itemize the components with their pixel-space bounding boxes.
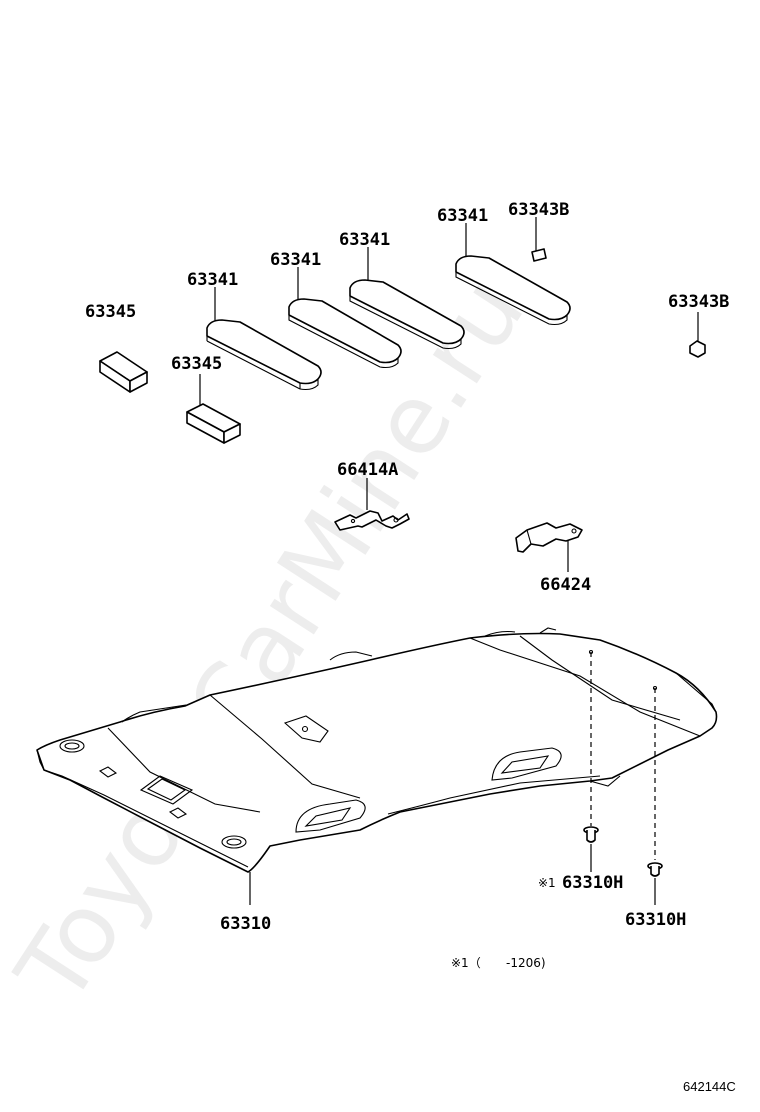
- label-63341-a: 63341: [187, 270, 238, 290]
- label-63343b-right: 63343B: [668, 292, 729, 312]
- pad-63345-lower[interactable]: [186, 403, 241, 444]
- headliner-63310[interactable]: [36, 627, 718, 873]
- label-63341-b: 63341: [270, 250, 321, 270]
- pad-63341-c[interactable]: [349, 279, 465, 350]
- footnote-range: -1206): [506, 956, 546, 970]
- label-63345-lower: 63345: [171, 354, 222, 374]
- label-63345-upper: 63345: [85, 302, 136, 322]
- mark-1: ※1: [538, 876, 556, 890]
- label-63341-c: 63341: [339, 230, 390, 250]
- pad-63341-d[interactable]: [455, 255, 571, 326]
- pad-63341-b[interactable]: [288, 298, 402, 369]
- fastener-63310h-a[interactable]: [583, 826, 599, 843]
- label-63310h-b: 63310H: [625, 910, 686, 930]
- bracket-66414a[interactable]: [334, 510, 410, 531]
- label-63310: 63310: [220, 914, 271, 934]
- label-66414a: 66414A: [337, 460, 398, 480]
- label-63343b-top: 63343B: [508, 200, 569, 220]
- pad-63345-upper[interactable]: [99, 351, 148, 393]
- clip-63343b-right[interactable]: [689, 340, 706, 358]
- clip-63343b-top[interactable]: [531, 248, 547, 262]
- diagram-code: 642144C: [683, 1079, 736, 1094]
- footnote-mark: ※1（: [451, 956, 481, 970]
- pad-63341-a[interactable]: [206, 319, 322, 391]
- label-63341-d: 63341: [437, 206, 488, 226]
- fastener-63310h-b[interactable]: [647, 862, 663, 877]
- label-63310h-a: 63310H: [562, 873, 623, 893]
- label-66424: 66424: [540, 575, 591, 595]
- bracket-66424[interactable]: [515, 522, 583, 553]
